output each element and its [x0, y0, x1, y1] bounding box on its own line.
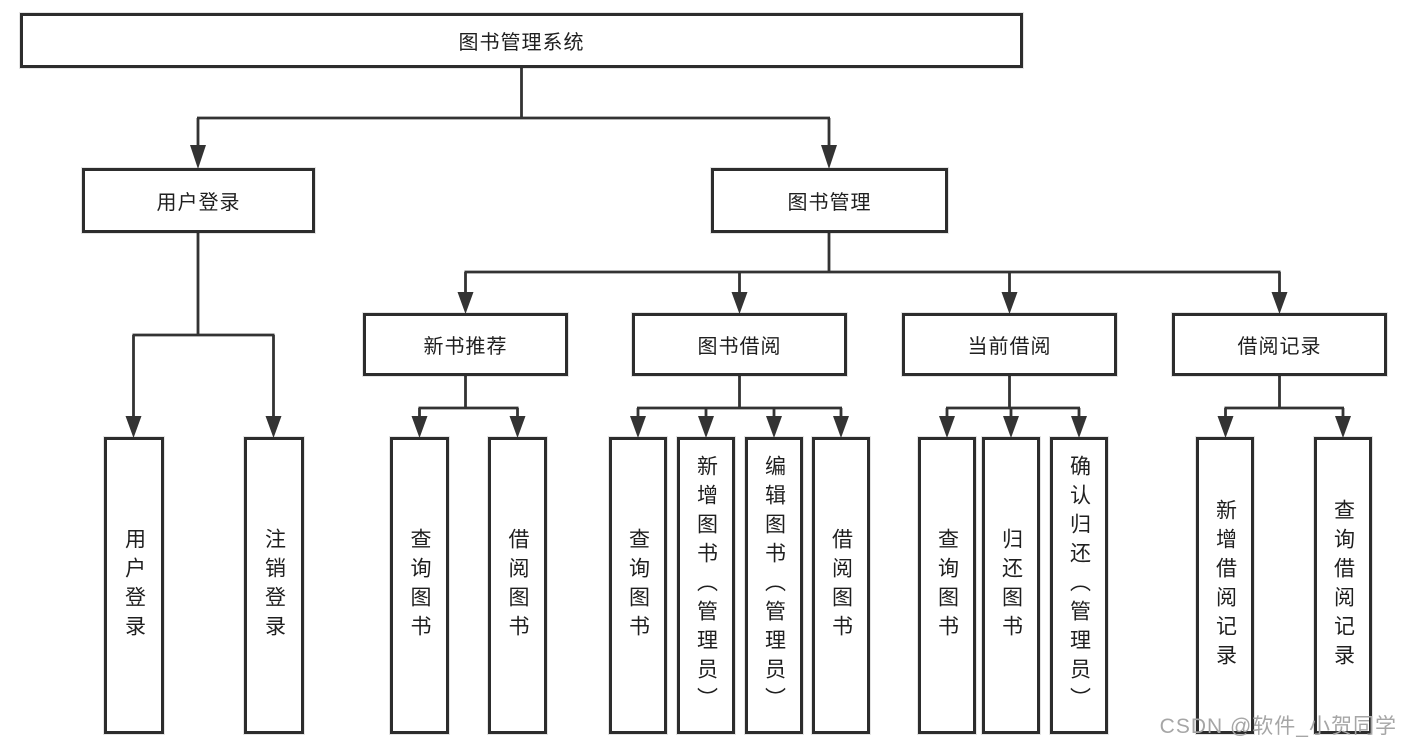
node-add-book-admin: 新增图书（管理员）: [677, 437, 735, 734]
node-query-books-recommend: 查询图书: [390, 437, 449, 734]
node-query-books-current-label: 查询图书: [935, 527, 959, 644]
node-add-book-admin-label: 新增图书（管理员）: [694, 455, 718, 716]
node-user-login-label: 用户登录: [156, 192, 241, 214]
node-login-label: 用户登录: [122, 527, 146, 644]
node-borrowing-records: 借阅记录: [1172, 313, 1387, 376]
node-query-books-recommend-label: 查询图书: [408, 527, 431, 644]
node-current-borrowing: 当前借阅: [902, 313, 1117, 376]
node-book-management-label: 图书管理: [787, 192, 872, 214]
node-new-book-recommend: 新书推荐: [363, 313, 568, 376]
node-book-borrowing: 图书借阅: [632, 313, 847, 376]
node-user-login: 用户登录: [82, 168, 315, 233]
node-confirm-return-admin: 确认归还（管理员）: [1050, 437, 1108, 734]
node-query-books-current: 查询图书: [918, 437, 976, 734]
node-return-book: 归还图书: [982, 437, 1040, 734]
node-edit-book-admin-label: 编辑图书（管理员）: [762, 455, 786, 716]
node-library-system-label: 图书管理系统: [458, 32, 585, 54]
node-query-books-borrowing: 查询图书: [609, 437, 667, 734]
watermark: CSDN @软件_小贺同学: [1159, 715, 1397, 738]
node-query-borrow-record: 查询借阅记录: [1314, 437, 1372, 734]
elbow-connectors: [132, 68, 1345, 418]
node-library-system: 图书管理系统: [20, 13, 1023, 68]
node-borrowing-records-label: 借阅记录: [1237, 336, 1322, 358]
node-query-borrow-record-label: 查询借阅记录: [1331, 498, 1355, 673]
node-borrow-books: 借阅图书: [812, 437, 870, 734]
node-login: 用户登录: [104, 437, 164, 734]
node-current-borrowing-label: 当前借阅: [967, 336, 1052, 358]
node-logout-label: 注销登录: [262, 527, 286, 644]
node-return-book-label: 归还图书: [999, 527, 1023, 644]
node-borrow-books-label: 借阅图书: [829, 527, 853, 644]
node-add-borrow-record-label: 新增借阅记录: [1213, 498, 1237, 673]
node-book-management: 图书管理: [711, 168, 948, 233]
node-new-book-recommend-label: 新书推荐: [423, 336, 508, 358]
node-confirm-return-admin-label: 确认归还（管理员）: [1067, 455, 1091, 716]
node-edit-book-admin: 编辑图书（管理员）: [745, 437, 803, 734]
arrowhead-icons: [125, 145, 1351, 438]
node-add-borrow-record: 新增借阅记录: [1196, 437, 1254, 734]
node-query-books-borrowing-label: 查询图书: [626, 527, 650, 644]
node-borrow-books-recommend: 借阅图书: [488, 437, 547, 734]
node-book-borrowing-label: 图书借阅: [697, 336, 782, 358]
node-borrow-books-recommend-label: 借阅图书: [506, 527, 529, 644]
node-logout: 注销登录: [244, 437, 304, 734]
